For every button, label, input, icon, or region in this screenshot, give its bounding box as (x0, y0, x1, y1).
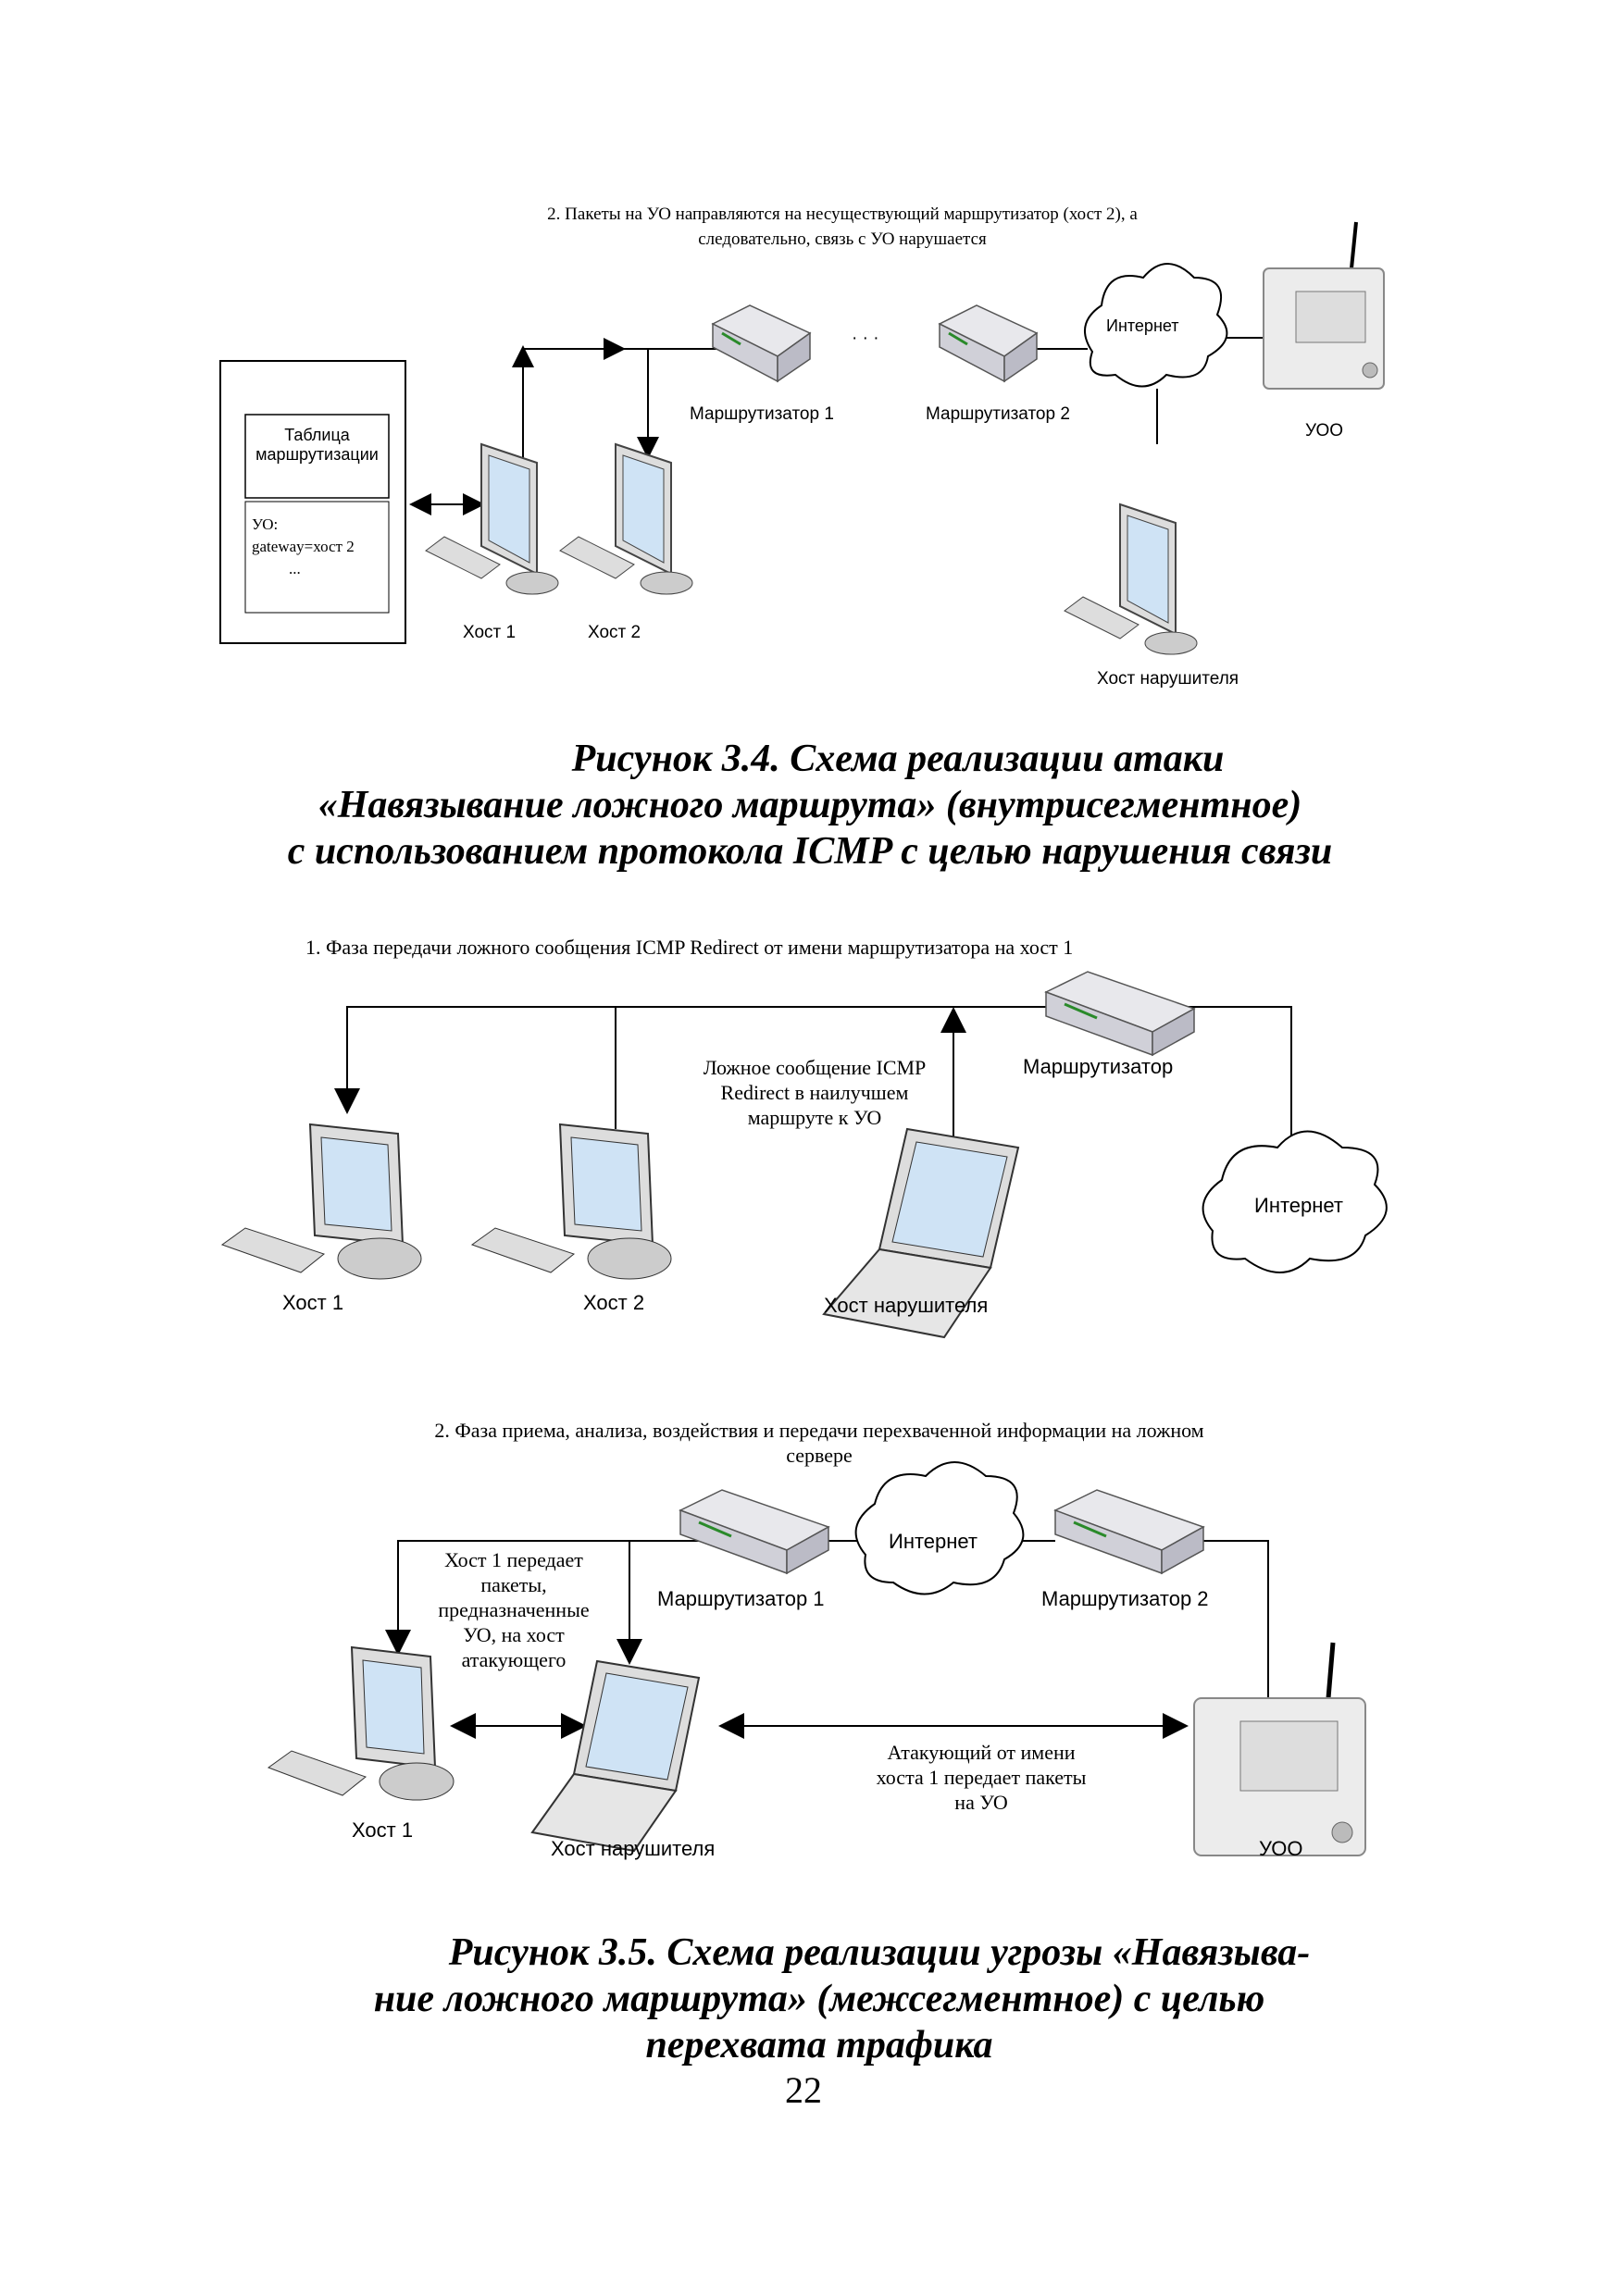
phase1-redirect-line3: маршруте к УО (747, 1106, 882, 1129)
phase1-internet-label: Интернет (1254, 1194, 1343, 1217)
fig34-caption-line1: Рисунок 3.4. Схема реализации атаки (571, 738, 1225, 780)
phase2-host-1-label: Хост 1 (352, 1818, 414, 1842)
phase2-title: 2. Фаза приема, анализа, воздействия и п… (342, 1418, 1296, 1468)
routing-table-title-2: маршрутизации (255, 445, 379, 464)
routing-entry-1: УО: (252, 515, 279, 533)
phase1-internet-cloud-icon (1202, 1130, 1388, 1273)
router-1-icon (711, 304, 812, 383)
router-chain-dots: · · · (852, 329, 879, 348)
phase2-router-2-icon (1053, 1489, 1205, 1575)
phase1-router-label: Маршрутизатор (1023, 1055, 1174, 1078)
phase2-host1-note-1: Хост 1 передает (444, 1548, 583, 1571)
phase2-host1-note: Хост 1 передает пакеты, предназначенные … (412, 1547, 616, 1672)
phase2-router-1-label: Маршрутизатор 1 (657, 1587, 825, 1610)
phase2-attacker-note-1: Атакующий от имени (887, 1741, 1076, 1764)
phase2-attacker-note-2: хоста 1 передает пакеты (876, 1766, 1087, 1789)
fig35-caption-line2: ние ложного маршрута» (межсегментное) с … (373, 1978, 1265, 2020)
fig34-note-line1: 2. Пакеты на УО направляются на несущест… (547, 205, 1138, 224)
phase1-redirect-line2: Redirect в наилучшем (720, 1081, 909, 1104)
phase2-attacker-note: Атакующий от имени хоста 1 передает паке… (815, 1740, 1148, 1815)
fig34-note: 2. Пакеты на УО направляются на несущест… (518, 202, 1166, 252)
phase1-host-1-label: Хост 1 (282, 1291, 344, 1314)
internet-label: Интернет (1106, 316, 1179, 335)
routing-table-header-box (244, 414, 390, 499)
fig34-note-line2: следовательно, связь с УО нарушается (698, 230, 987, 249)
figure-3-5-caption: Рисунок 3.5. Схема реализации угрозы «На… (250, 1930, 1389, 2068)
phase2-internet-cloud-icon (854, 1461, 1025, 1595)
attacker-label: Хост нарушителя (1097, 669, 1239, 689)
phase1-main-link (346, 1006, 1292, 1152)
internet-cloud-icon (1084, 263, 1228, 388)
fig35-caption-line1: Рисунок 3.5. Схема реализации угрозы «На… (448, 1931, 1311, 1974)
phase1-host-1-computer-icon (220, 1123, 422, 1280)
phase1-redirect-line1: Ложное сообщение ICMP (703, 1056, 927, 1079)
phase2-title-line1: 2. Фаза приема, анализа, воздействия и п… (434, 1419, 1204, 1442)
router-1-label: Маршрутизатор 1 (690, 404, 834, 424)
host-1-computer-icon (425, 442, 559, 595)
phase2-internet-label: Интернет (889, 1530, 978, 1553)
phase2-host-1-computer-icon (267, 1645, 455, 1801)
phase2-host1-note-4: УО, на хост (463, 1623, 565, 1646)
fig34-caption-line2: «Навязывание ложного маршрута» (внутрисе… (318, 784, 1302, 826)
routing-table-title: Таблица маршрутизации (245, 426, 389, 465)
uoo-label: УОО (1305, 421, 1343, 441)
routing-table-panel (219, 360, 406, 644)
phase1-host-2-computer-icon (470, 1123, 672, 1280)
phase2-attacker-note-3: на УО (954, 1791, 1008, 1814)
fig34-caption-line3: с использованием протокола ICMP с целью … (287, 830, 1333, 873)
host-1-label: Хост 1 (463, 623, 517, 642)
phase2-uoo-label: УОО (1259, 1837, 1303, 1860)
phase2-host1-note-2: пакеты, (480, 1573, 547, 1596)
routing-table-entries: УО: gateway=хост 2 ... (252, 514, 355, 580)
figure-3-5-phase2-diagram (267, 1461, 1366, 1856)
phase2-router-1-icon (679, 1489, 830, 1575)
host-2-computer-icon (559, 442, 693, 595)
router-2-icon (938, 304, 1039, 383)
phase1-redirect-note: Ложное сообщение ICMP Redirect в наилучш… (648, 1055, 981, 1130)
figure-3-5-phase1-diagram (220, 971, 1388, 1339)
page-number: 22 (785, 2069, 822, 2111)
host-2-label: Хост 2 (588, 623, 641, 642)
phase1-attacker-label: Хост нарушителя (824, 1294, 989, 1317)
phase2-router-2-label: Маршрутизатор 2 (1041, 1587, 1209, 1610)
fig35-caption-line3: перехвата трафика (645, 2024, 993, 2066)
phase2-router2-uoo-link (1171, 1540, 1269, 1707)
figure-3-4-diagram (219, 221, 1385, 655)
routing-table-entry-box (244, 501, 390, 614)
phase2-title-line2: сервере (786, 1444, 853, 1467)
phase1-attacker-laptop-icon (822, 1127, 1020, 1339)
router-2-label: Маршрутизатор 2 (926, 404, 1070, 424)
routing-entry-3: ... (289, 560, 301, 577)
routing-entry-2: gateway=хост 2 (252, 538, 355, 555)
phase1-title: 1. Фаза передачи ложного сообщения ICMP … (305, 936, 1074, 959)
attacker-computer-icon (1064, 503, 1198, 655)
figure-3-4-caption: Рисунок 3.4. Схема реализации атаки «Нав… (167, 736, 1453, 875)
phase2-host1-note-3: предназначенные (438, 1598, 590, 1621)
phase2-attacker-laptop-icon (530, 1659, 701, 1853)
phase2-attacker-label: Хост нарушителя (551, 1837, 716, 1860)
phase1-host-2-label: Хост 2 (583, 1291, 645, 1314)
phase1-router-icon (1044, 971, 1196, 1057)
phase2-uoo-device-icon (1193, 1642, 1366, 1856)
uoo-device-icon (1263, 221, 1385, 390)
routing-table-title-1: Таблица (284, 426, 350, 444)
phase2-host1-note-5: атакующего (461, 1648, 567, 1671)
